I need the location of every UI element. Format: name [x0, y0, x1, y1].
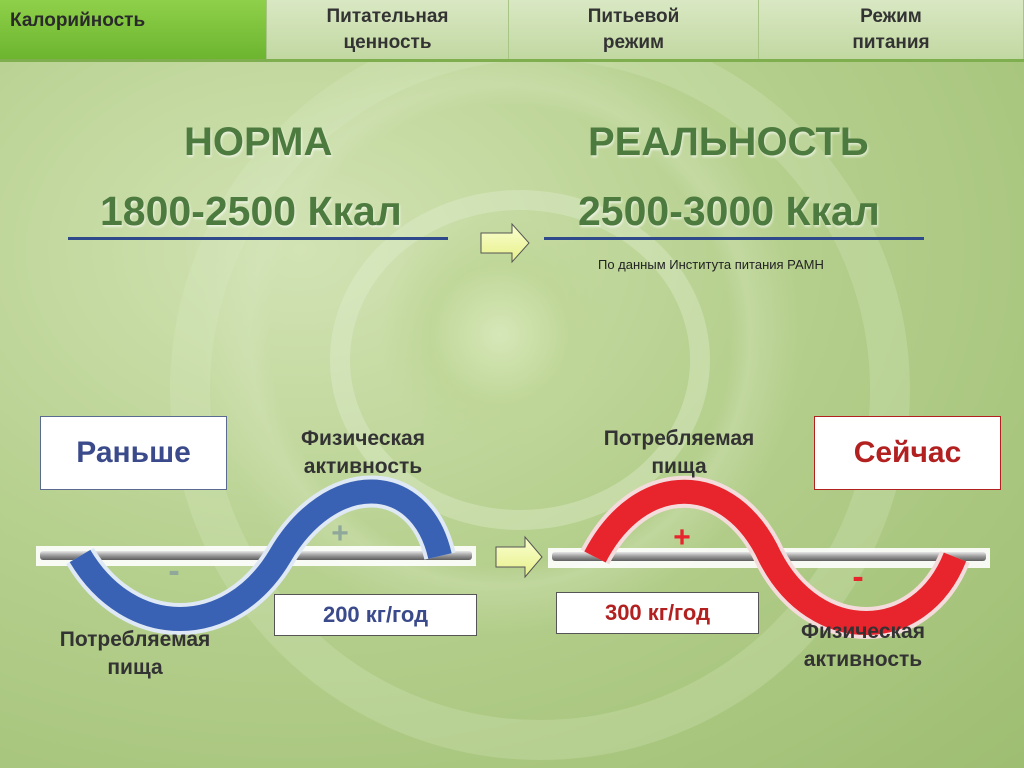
- tab-calories[interactable]: Калорийность: [0, 0, 267, 59]
- before-label: Раньше: [40, 416, 227, 490]
- before-gain: 200 кг/год: [322, 602, 429, 627]
- tab-diet-regime[interactable]: Режим питания: [759, 0, 1024, 59]
- norm-value: 1800-2500 Ккал: [100, 188, 402, 234]
- now-label: Сейчас: [814, 416, 1001, 490]
- reality-value: 2500-3000 Ккал: [578, 188, 880, 234]
- blue-wave: [66, 475, 456, 635]
- minus-sign: -: [168, 552, 179, 590]
- red-wave: [580, 475, 970, 639]
- now-top-label: Потребляемая пища: [603, 427, 755, 478]
- arrow-right-icon: [480, 222, 530, 264]
- before-top-label: Физическая активность: [301, 427, 425, 478]
- tab-label: Питьевой режим: [587, 5, 680, 53]
- norm-underline: [68, 237, 448, 240]
- plus-sign: +: [331, 517, 349, 550]
- before-gain-box: 200 кг/год: [274, 594, 477, 636]
- norm-title: НОРМА: [184, 120, 333, 164]
- now-bottom-label: Физическая активность: [801, 620, 925, 671]
- now-title: Сейчас: [853, 436, 962, 469]
- balance-rod-left: [36, 546, 476, 566]
- arrow-right-icon: [495, 535, 543, 579]
- before-title: Раньше: [76, 436, 191, 469]
- reality-underline: [544, 237, 924, 240]
- plus-sign: +: [673, 521, 691, 554]
- tab-bar: Калорийность Питательная ценность Питьев…: [0, 0, 1024, 62]
- tab-label: Питательная ценность: [326, 5, 449, 53]
- tab-nutritional-value[interactable]: Питательная ценность: [267, 0, 509, 59]
- source-note: По данным Института питания РАМН: [598, 257, 824, 272]
- tab-label: Калорийность: [10, 10, 146, 31]
- now-gain-box: 300 кг/год: [556, 592, 759, 634]
- before-bottom-label: Потребляемая пища: [59, 628, 211, 679]
- reality-title: РЕАЛЬНОСТЬ: [588, 120, 869, 164]
- tab-label: Режим питания: [852, 5, 930, 53]
- minus-sign: -: [852, 558, 863, 596]
- tab-drinking-regime[interactable]: Питьевой режим: [509, 0, 759, 59]
- now-gain: 300 кг/год: [604, 600, 711, 625]
